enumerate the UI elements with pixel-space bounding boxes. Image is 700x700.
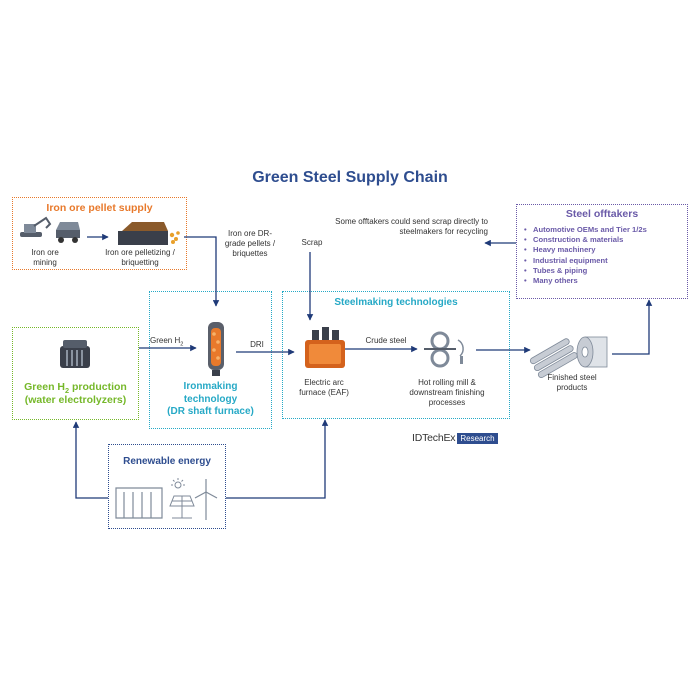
steelmaking-header: Steelmaking technologies xyxy=(334,297,458,308)
scrap-label: Scrap xyxy=(301,238,323,247)
renewable-energy-box xyxy=(108,444,226,529)
sun-icon xyxy=(171,478,185,489)
offtakers-box xyxy=(516,204,688,299)
eaf-icon xyxy=(305,327,345,368)
h2-production-label: Green H2 production (water electrolyzers… xyxy=(24,381,127,406)
wind-turbine-icon xyxy=(194,479,218,520)
pelletizing-icon xyxy=(118,222,180,245)
idtechex-logo: IDTechEx Research xyxy=(412,431,498,445)
arrow-finished-to-offtakers xyxy=(612,299,653,355)
pellet-supply-header: Iron ore pellet supply xyxy=(46,202,153,214)
offtaker-item: Construction & materials xyxy=(524,235,686,245)
arrow-pellets-to-shaft xyxy=(184,236,220,307)
rolling-mill-label: Hot rolling mill & downstream finishing … xyxy=(409,378,485,407)
eaf-label: Electric arc furnace (EAF) xyxy=(299,378,349,397)
offtaker-item: Tubes & piping xyxy=(524,266,686,276)
hydropower-dam-icon xyxy=(115,487,163,519)
renewable-energy-header: Renewable energy xyxy=(123,456,211,467)
ironmaking-label: Ironmaking technology (DR shaft furnace) xyxy=(167,381,254,417)
scrap-note: Some offtakers could send scrap directly… xyxy=(335,217,488,236)
offtaker-item: Automotive OEMs and Tier 1/2s xyxy=(524,225,686,235)
offtaker-item: Industrial equipment xyxy=(524,256,686,266)
dr-shaft-furnace-icon xyxy=(208,322,224,376)
green-h2-flow-label: Green H2 xyxy=(150,336,184,348)
offtaker-item: Many others xyxy=(524,276,686,286)
pellets-flow-label: Iron ore DR-grade pellets / briquettes xyxy=(224,229,276,258)
arrow-renewable-to-steelmaking xyxy=(226,419,329,499)
electrolyzer-icon xyxy=(60,340,90,368)
solar-panel-icon xyxy=(169,495,195,519)
mining-label: Iron ore mining xyxy=(31,248,59,267)
logo-tag: Research xyxy=(457,432,498,444)
offtaker-item: Heavy machinery xyxy=(524,245,686,255)
arrow-renewable-to-h2 xyxy=(72,421,108,499)
finished-steel-label: Finished steel products xyxy=(547,373,597,392)
pelletizing-label: Iron ore pelletizing / briquetting xyxy=(105,248,175,267)
diagram-title: Green Steel Supply Chain xyxy=(252,169,448,186)
rolling-mill-icon xyxy=(424,331,464,368)
logo-brand: IDTechEx xyxy=(412,432,456,444)
offtakers-list: Automotive OEMs and Tier 1/2s Constructi… xyxy=(524,225,686,286)
dri-label: DRI xyxy=(250,340,264,349)
ironmaking-box xyxy=(149,291,272,429)
mining-equipment-icon xyxy=(20,216,80,243)
pellet-supply-box xyxy=(12,197,187,270)
offtakers-header: Steel offtakers xyxy=(565,208,639,220)
finished-steel-icon xyxy=(529,336,608,378)
h2-production-box xyxy=(12,327,139,420)
crude-steel-label: Crude steel xyxy=(365,336,407,345)
steelmaking-box xyxy=(282,291,510,419)
